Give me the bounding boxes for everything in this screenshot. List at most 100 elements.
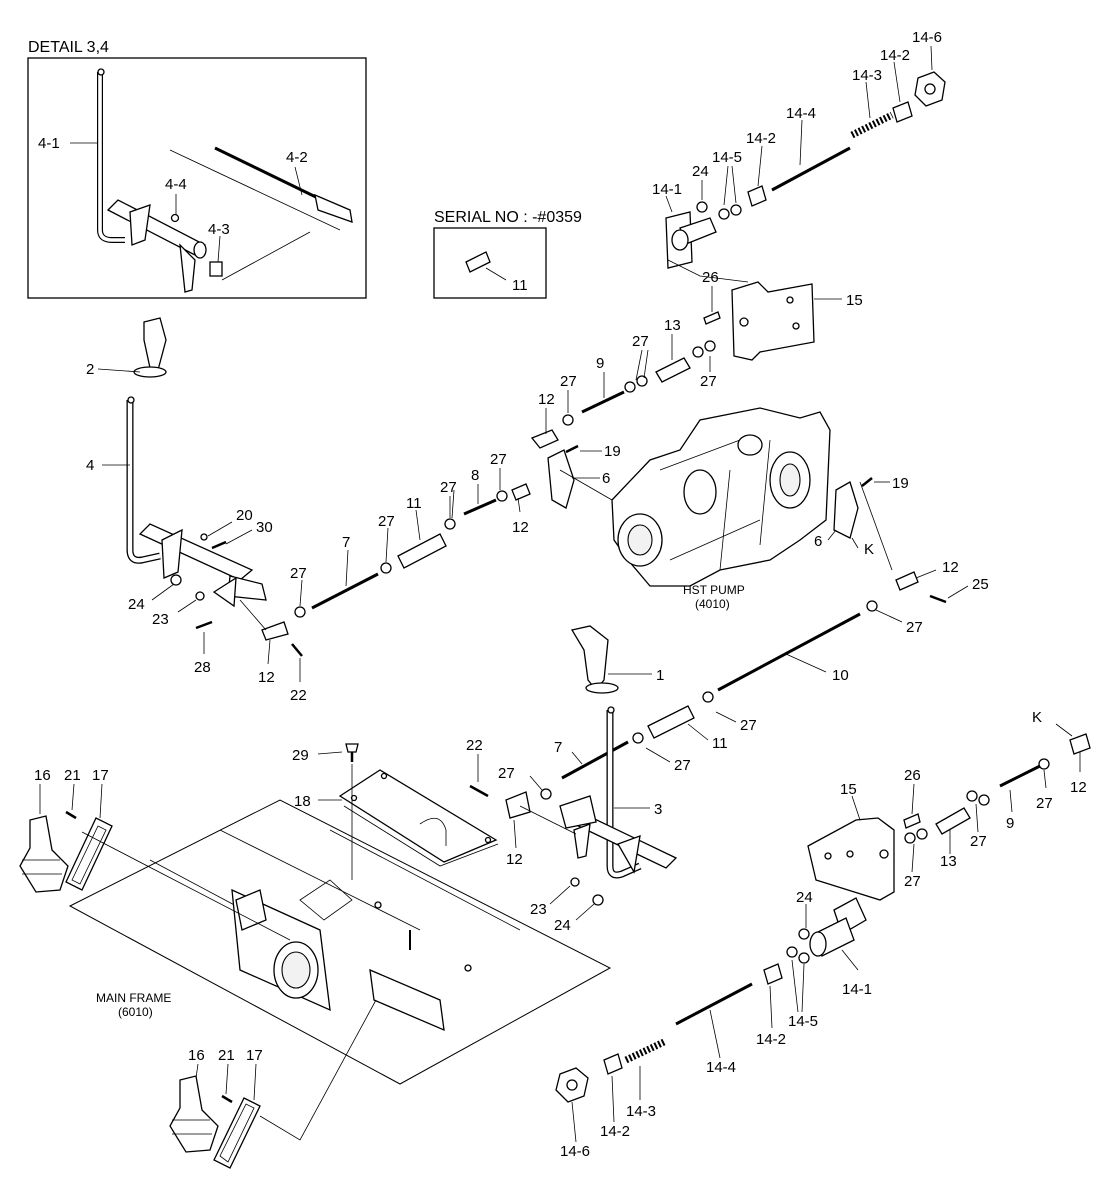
callout-13-bottom: 13 [940,853,957,870]
left-lever-assembly: 2 4 20 30 7 27 11 27 24 23 28 12 22 [86,317,455,704]
callout-27-bottom-a: 27 [1036,795,1053,812]
callout-19-top: 19 [604,443,621,460]
callout-22-mid: 22 [466,737,483,754]
callout-27-right: 27 [906,619,923,636]
callout-24-top: 24 [692,163,709,180]
callout-27-left-a: 27 [378,513,395,530]
callout-28: 28 [194,659,211,676]
callout-14-3-bottom: 14-3 [626,1103,656,1120]
detail-frame [27,57,367,299]
hst-pump-label: HST PUMP [683,583,745,597]
callout-12-bottom: 12 [1070,779,1087,796]
plate-15 [731,281,815,361]
callout-10: 10 [832,667,849,684]
callout-22-left: 22 [290,687,307,704]
lower-linkage: K 12 26 15 9 27 13 27 27 24 14-1 14-5 14… [555,709,1091,1160]
turnbuckle-11-mid [647,705,695,739]
arm-6-lower [833,481,859,539]
middle-lever-assembly: 1 10 27 11 27 22 7 27 3 12 23 24 [466,612,861,934]
callout-27-top-e: 27 [440,479,457,496]
callout-14-4-bottom: 14-4 [706,1059,736,1076]
lever-knob [97,68,105,76]
callout-27-top-d: 27 [490,451,507,468]
callout-25-right: 25 [972,576,989,593]
callout-29: 29 [292,747,309,764]
boot-plate-17-lower [213,1097,261,1169]
boot-set-upper: 16 21 17 [19,767,291,941]
detail-4-4-part [170,213,180,223]
callout-21-lower: 21 [218,1047,235,1064]
callout-13-top: 13 [664,317,681,334]
callout-14-3-top: 14-3 [852,67,882,84]
callout-11-mid: 11 [712,735,728,752]
callout-14-2-bottom-b: 14-2 [600,1123,630,1140]
callout-6-top: 6 [602,470,610,487]
boot-16-lower [169,1075,219,1153]
callout-15-bottom: 15 [840,781,857,798]
callout-4-3: 4-3 [208,221,230,238]
callout-19-right: 19 [892,475,909,492]
hst-pump: HST PUMP (4010) [559,407,831,611]
callout-18: 18 [294,793,311,810]
callout-12-top-b: 12 [512,519,529,536]
callout-2: 2 [86,361,94,378]
callout-17-upper: 17 [92,767,109,784]
callout-24-mid: 24 [554,917,571,934]
callout-12-right: 12 [942,559,959,576]
callout-27-mid-a: 27 [740,717,757,734]
callout-23-mid: 23 [530,901,547,918]
callout-14-5-top: 14-5 [712,149,742,166]
serial-note-panel: SERIAL NO : -#0359 11 [433,209,582,299]
boot-set-lower: 16 21 17 [169,999,377,1169]
serial-part-11 [465,251,491,273]
callout-7-left: 7 [342,534,350,551]
upper-linkage: 14-6 14-2 14-3 14-4 14-2 14-5 24 14-1 26… [440,29,946,536]
callout-4-2: 4-2 [286,149,308,166]
main-frame-assembly: MAIN FRAME (6010) 29 18 [68,743,612,1085]
callout-15-top: 15 [846,292,863,309]
callout-9-bottom: 9 [1006,815,1014,832]
callout-9-top: 9 [596,355,604,372]
detail-title: DETAIL 3,4 [28,39,109,56]
callout-4-4: 4-4 [165,176,187,193]
callout-serial-11: 11 [512,277,528,294]
hst-pump-code: (4010) [695,597,730,611]
main-frame-label: MAIN FRAME [96,991,171,1005]
callout-14-1-top: 14-1 [652,181,682,198]
callout-16-lower: 16 [188,1047,205,1064]
callout-11-left: 11 [406,495,422,512]
callout-12-mid: 12 [506,851,523,868]
detail-4-2-clevis [314,193,353,223]
callout-1: 1 [656,667,664,684]
callout-26-top: 26 [702,269,719,286]
callout-k-bottom: K [1032,709,1042,726]
callout-12-left: 12 [258,669,275,686]
callout-14-6-bottom: 14-6 [560,1143,590,1160]
callout-14-6-top: 14-6 [912,29,942,46]
callout-24-bottom: 24 [796,889,813,906]
grip-1 [570,625,609,692]
callout-14-2-top-b: 14-2 [746,130,776,147]
callout-3: 3 [654,801,662,818]
callout-23-left: 23 [152,611,169,628]
hst-pump-body [611,407,831,587]
callout-14-4-top: 14-4 [786,105,816,122]
plate-15-lower [807,817,895,901]
detail-3-4-panel: DETAIL 3,4 4-1 4-2 4-4 4-3 [27,39,367,299]
callout-27-mid-c: 27 [498,765,515,782]
grip-2 [143,317,167,371]
spacer-13 [655,357,691,383]
callout-27-mid-b: 27 [674,757,691,774]
arm-6-upper [547,449,575,509]
boot-plate-17-upper [65,817,113,891]
callout-26-bottom: 26 [904,767,921,784]
turnbuckle-11 [397,533,447,569]
callout-14-5-bottom: 14-5 [788,1013,818,1030]
serial-note: SERIAL NO : -#0359 [434,209,582,226]
callout-k-right: K [864,541,874,558]
pump-right-parts: 19 6 K 12 25 27 [814,475,989,636]
callout-8-top: 8 [471,467,479,484]
boot-16-upper [19,815,69,893]
callout-14-1-bottom: 14-1 [842,981,872,998]
